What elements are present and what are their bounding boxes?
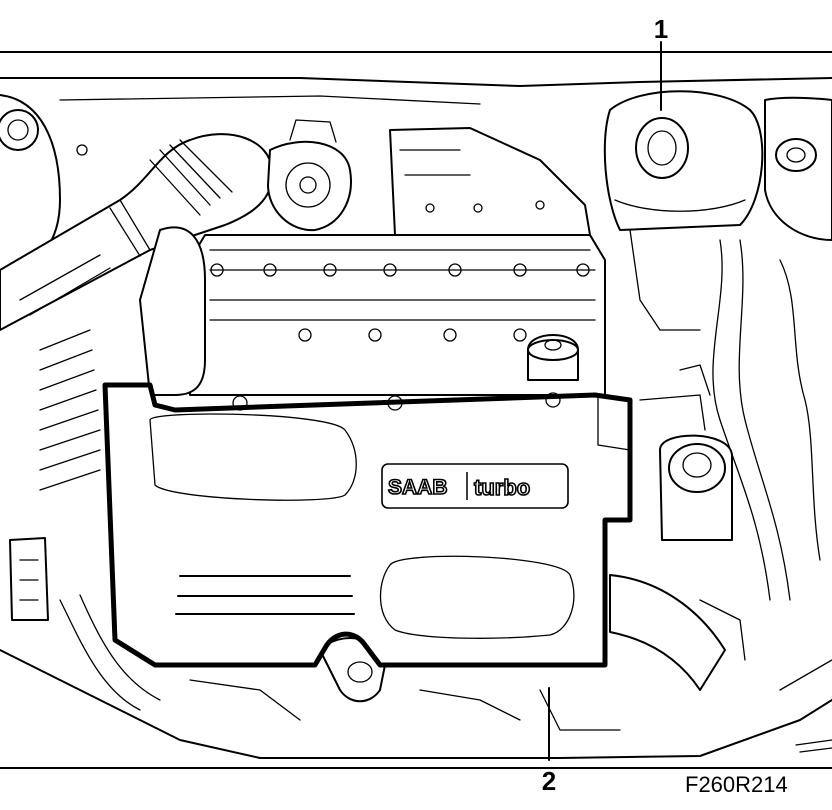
left-side-components <box>9 329 161 711</box>
charge-pipe <box>609 574 746 691</box>
throttle-body <box>267 119 352 232</box>
badge-model-text: turbo <box>474 475 530 500</box>
badge-brand-text: SAAB <box>388 476 448 499</box>
callout-1-label: 1 <box>654 14 668 44</box>
callout-2-label: 2 <box>542 766 556 796</box>
control-module-box <box>389 127 591 236</box>
engine-cover-badge: SAAB turbo <box>381 463 569 509</box>
air-intake-hose <box>0 133 274 331</box>
engine-cover <box>102 382 633 668</box>
oil-filler-cap <box>527 334 579 381</box>
brake-fluid-reservoir <box>639 364 733 541</box>
lower-body-panel <box>0 649 832 769</box>
intake-tube <box>139 226 206 396</box>
coolant-tank-cap <box>635 117 689 179</box>
figure-id: F260R214 <box>685 772 788 797</box>
callout-leaders <box>548 41 662 761</box>
hood-edge <box>0 51 832 105</box>
right-side-components <box>629 96 832 601</box>
